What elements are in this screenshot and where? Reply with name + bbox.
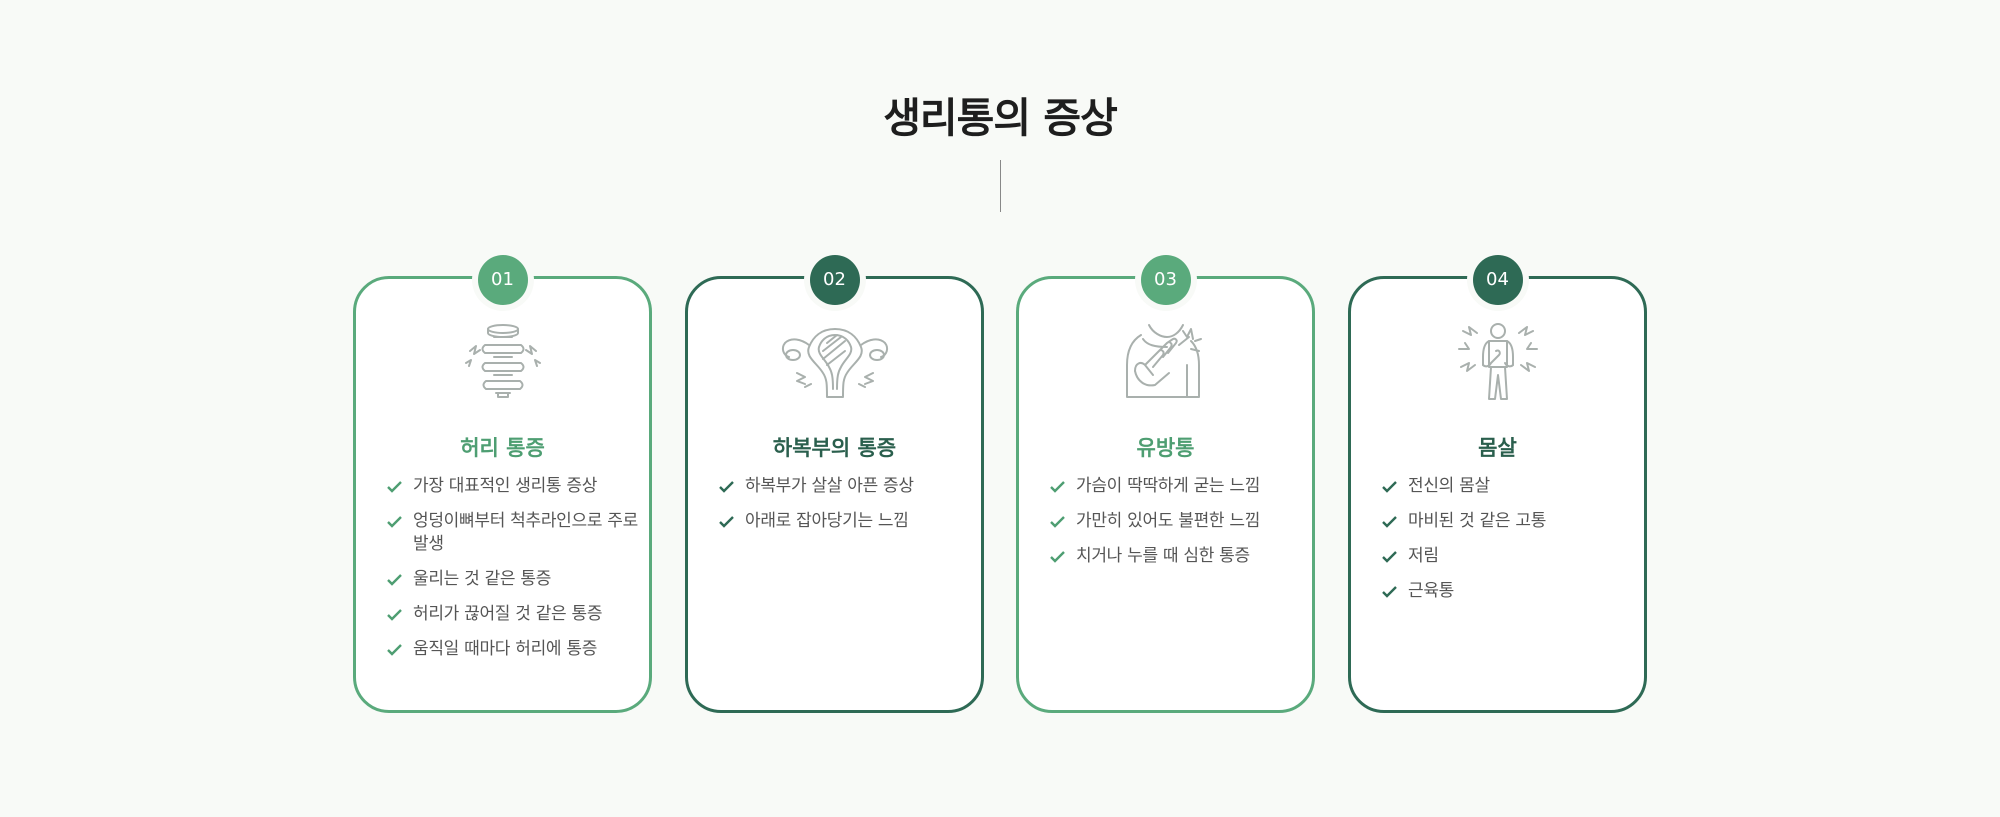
list-item-text: 아래로 잡아당기는 느낌: [745, 511, 909, 531]
card-number-badge: 02: [809, 255, 860, 305]
symptom-list: 하복부가 살살 아픈 증상 아래로 잡아당기는 느낌: [718, 475, 973, 545]
list-item: 마비된 것 같은 고통: [1381, 510, 1636, 533]
check-icon: [1050, 516, 1065, 528]
list-item-text: 허리가 끊어질 것 같은 통증: [413, 604, 603, 624]
list-item: 움직일 때마다 허리에 통증: [386, 638, 641, 661]
list-item-text: 엉덩이뼈부터 척추라인으로 주로 발생: [413, 511, 638, 554]
list-item-text: 하복부가 살살 아픈 증상: [745, 476, 914, 496]
check-icon: [719, 481, 734, 493]
list-item: 허리가 끊어질 것 같은 통증: [386, 603, 641, 626]
title-divider: [1000, 160, 1001, 212]
symptom-list: 가슴이 딱딱하게 굳는 느낌 가만히 있어도 불편한 느낌 치거나 누를 때 심…: [1049, 475, 1304, 580]
list-item: 아래로 잡아당기는 느낌: [718, 510, 973, 533]
check-icon: [387, 516, 402, 528]
list-item-text: 가만히 있어도 불편한 느낌: [1076, 511, 1261, 531]
check-icon: [1050, 481, 1065, 493]
list-item-text: 가슴이 딱딱하게 굳는 느낌: [1076, 476, 1261, 496]
page-title: 생리통의 증상: [883, 94, 1118, 142]
list-item-text: 울리는 것 같은 통증: [413, 569, 552, 589]
check-icon: [1382, 481, 1397, 493]
card-title: 몸살: [1478, 436, 1517, 460]
check-icon: [387, 481, 402, 493]
check-icon: [1382, 586, 1397, 598]
list-item: 하복부가 살살 아픈 증상: [718, 475, 973, 498]
check-icon: [1050, 551, 1065, 563]
card-title: 하복부의 통증: [772, 436, 897, 460]
check-icon: [1382, 516, 1397, 528]
list-item: 울리는 것 같은 통증: [386, 568, 641, 591]
list-item: 엉덩이뼈부터 척추라인으로 주로 발생: [386, 510, 641, 556]
check-icon: [387, 609, 402, 621]
check-icon: [387, 644, 402, 656]
body-ache-icon: [1457, 323, 1538, 400]
symptom-card-lower-abdominal-pain: 02 하복부의 통증 하복부가 살살 아픈 증상 아래로 잡아당기는 느낌: [685, 255, 984, 713]
list-item-text: 치거나 누를 때 심한 통증: [1076, 546, 1250, 566]
card-number-badge: 01: [477, 255, 528, 305]
symptom-card-back-pain: 01 허리 통증 가장 대표적인 생리통 증상 엉덩이뼈부터 척추라인으로 주로…: [353, 255, 652, 713]
card-title: 허리 통증: [460, 436, 545, 460]
card-number-badge: 04: [1472, 255, 1523, 305]
list-item: 저림: [1381, 545, 1636, 568]
list-item-text: 움직일 때마다 허리에 통증: [413, 639, 598, 659]
list-item: 근육통: [1381, 580, 1636, 603]
list-item: 가슴이 딱딱하게 굳는 느낌: [1049, 475, 1304, 498]
check-icon: [1382, 551, 1397, 563]
list-item-text: 전신의 몸살: [1408, 476, 1490, 496]
list-item-text: 근육통: [1408, 581, 1455, 601]
symptom-list: 전신의 몸살 마비된 것 같은 고통 저림 근육통: [1381, 475, 1636, 615]
list-item: 가장 대표적인 생리통 증상: [386, 475, 641, 498]
list-item: 전신의 몸살: [1381, 475, 1636, 498]
list-item-text: 마비된 것 같은 고통: [1408, 511, 1547, 531]
uterus-pain-icon: [781, 328, 888, 398]
card-number-badge: 03: [1140, 255, 1191, 305]
symptom-card-breast-pain: 03 유방통 가슴이 딱딱하게 굳는 느낌 가만히 있어도 불편한 느낌 치거나…: [1016, 255, 1315, 713]
list-item-text: 가장 대표적인 생리통 증상: [413, 476, 598, 496]
spine-pain-icon: [464, 324, 541, 398]
list-item: 가만히 있어도 불편한 느낌: [1049, 510, 1304, 533]
check-icon: [387, 574, 402, 586]
symptom-card-body-ache: 04 몸살 전신의 몸살 마비된 것 같은 고통 저림 근육통: [1348, 255, 1647, 713]
list-item-text: 저림: [1408, 546, 1439, 566]
breast-pain-icon: [1125, 324, 1202, 398]
check-icon: [719, 516, 734, 528]
list-item: 치거나 누를 때 심한 통증: [1049, 545, 1304, 568]
symptom-list: 가장 대표적인 생리통 증상 엉덩이뼈부터 척추라인으로 주로 발생 울리는 것…: [386, 475, 641, 673]
card-title: 유방통: [1136, 436, 1195, 460]
